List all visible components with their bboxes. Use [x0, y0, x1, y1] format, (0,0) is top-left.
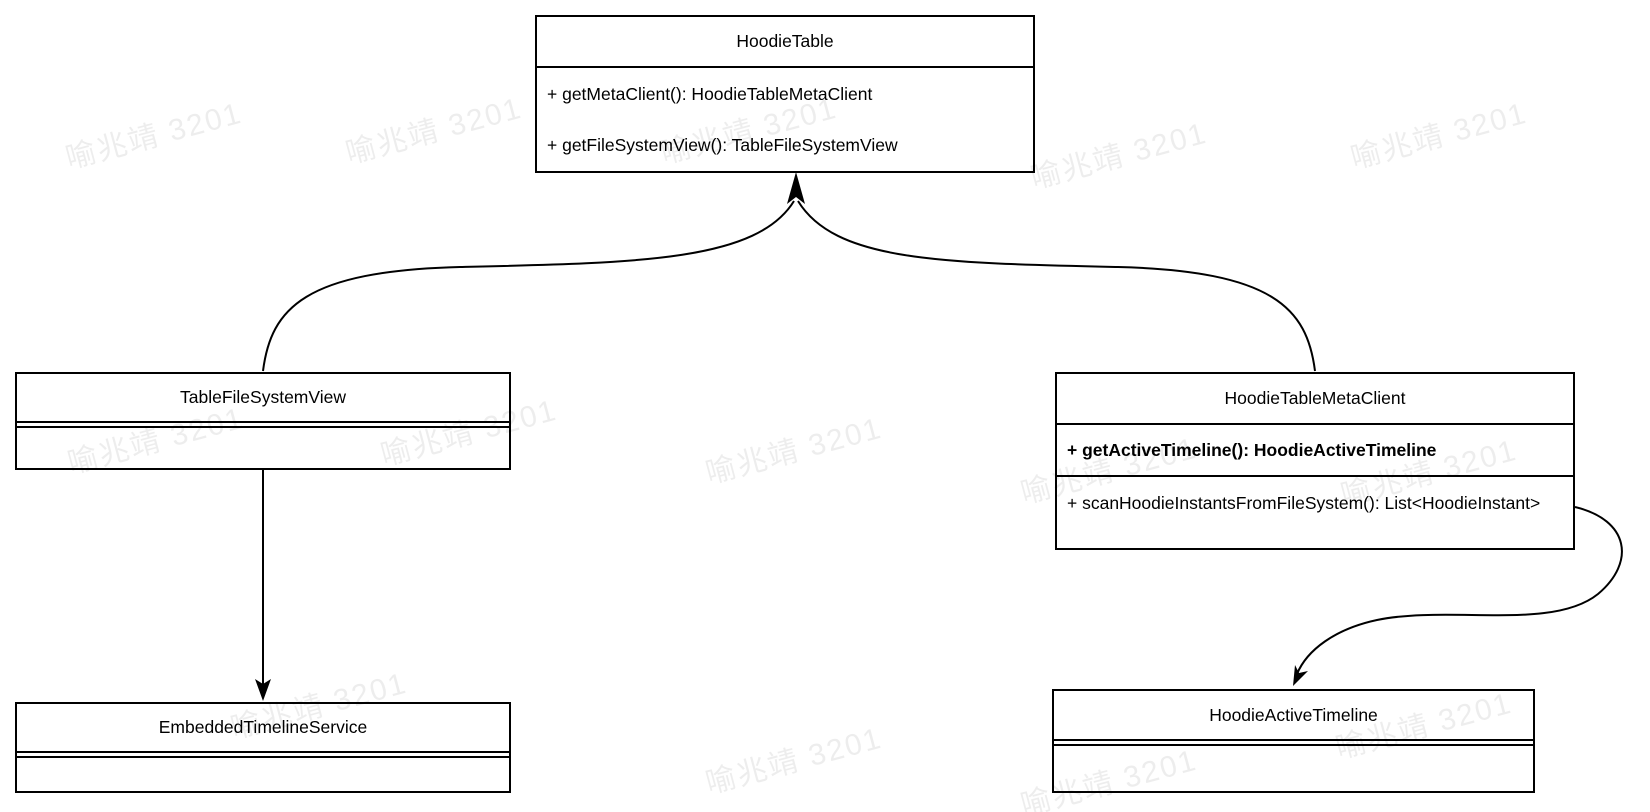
- method-get-active-timeline: + getActiveTimeline(): HoodieActiveTimel…: [1057, 425, 1573, 477]
- watermark-text: 喻兆靖 3201: [342, 91, 526, 171]
- class-title-hoodie-active-timeline: HoodieActiveTimeline: [1054, 691, 1533, 741]
- class-title-table-file-system-view: TableFileSystemView: [17, 374, 509, 423]
- class-title-hoodie-table: HoodieTable: [537, 17, 1033, 68]
- watermark-text: 喻兆靖 3201: [1347, 96, 1531, 176]
- watermark-text: 喻兆靖 3201: [702, 721, 886, 801]
- class-box-hoodie-active-timeline: HoodieActiveTimeline: [1052, 689, 1535, 793]
- class-box-embedded-timeline-service: EmbeddedTimelineService: [15, 702, 511, 793]
- class-title-embedded-timeline-service: EmbeddedTimelineService: [17, 704, 509, 753]
- arrowhead-to-embeddedtimelineservice: [255, 679, 271, 701]
- method-scan-hoodie-instants: + scanHoodieInstantsFromFileSystem(): Li…: [1067, 493, 1541, 513]
- method-get-meta-client: + getMetaClient(): HoodieTableMetaClient: [547, 83, 873, 104]
- edge-tablefilesystemview-to-hoodietable: [262, 200, 795, 372]
- edge-hoodietablemetaclient-to-hoodietable: [797, 200, 1316, 372]
- watermark-text: 喻兆靖 3201: [1027, 116, 1211, 196]
- arrowhead-to-hoodietable: [787, 172, 805, 204]
- class-body-hoodie-table-meta-client: + getActiveTimeline(): HoodieActiveTimel…: [1057, 425, 1573, 546]
- class-body-hoodie-active-timeline: [1054, 744, 1533, 789]
- watermark-text: 喻兆靖 3201: [62, 96, 246, 176]
- class-box-hoodie-table: HoodieTable + getMetaClient(): HoodieTab…: [535, 15, 1035, 173]
- arrowhead-to-hoodieactivetimeline: [1293, 665, 1308, 686]
- class-box-table-file-system-view: TableFileSystemView: [15, 372, 511, 470]
- method-get-file-system-view: + getFileSystemView(): TableFileSystemVi…: [547, 135, 898, 155]
- class-body-embedded-timeline-service: [17, 756, 509, 789]
- class-body-hoodie-table: + getMetaClient(): HoodieTableMetaClient…: [537, 68, 1033, 171]
- class-box-hoodie-table-meta-client: HoodieTableMetaClient + getActiveTimelin…: [1055, 372, 1575, 550]
- class-body-table-file-system-view: [17, 426, 509, 466]
- watermark-text: 喻兆靖 3201: [702, 411, 886, 491]
- class-title-hoodie-table-meta-client: HoodieTableMetaClient: [1057, 374, 1573, 425]
